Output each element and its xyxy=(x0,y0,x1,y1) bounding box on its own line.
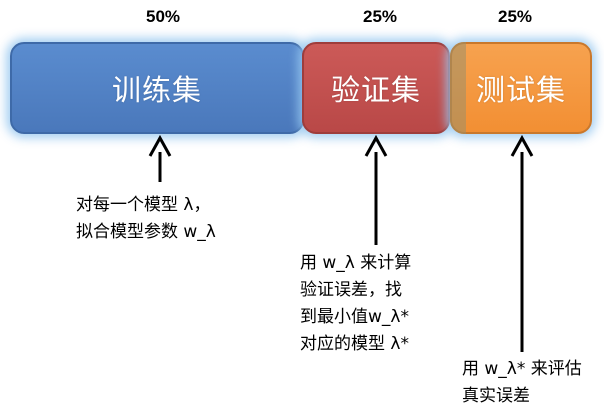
test-set-block: 测试集 xyxy=(450,42,592,134)
validation-set-label: 验证集 xyxy=(330,73,421,107)
test-percent-label: 25% xyxy=(497,7,533,26)
validation-arrow xyxy=(364,134,388,245)
train-note: 对每一个模型 λ， 拟合模型参数 w_λ xyxy=(76,192,216,246)
train-arrow xyxy=(148,134,172,182)
training-set-label: 训练集 xyxy=(111,73,202,107)
train-note-line-1: 对每一个模型 λ， xyxy=(76,195,211,215)
validation-note-line-3: 到最小值w_λ* xyxy=(300,307,409,327)
validation-note-line-2: 验证误差，找 xyxy=(300,280,402,300)
test-set-label: 测试集 xyxy=(475,73,566,107)
training-set-block: 训练集 xyxy=(10,42,304,134)
validation-note: 用 w_λ 来计算 验证误差，找 到最小值w_λ* 对应的模型 λ* xyxy=(300,250,411,358)
test-note-line-2: 真实误差 xyxy=(462,386,530,406)
validation-note-line-4: 对应的模型 λ* xyxy=(300,334,409,354)
train-percent-label: 50% xyxy=(145,7,181,26)
validation-percent-label: 25% xyxy=(362,7,398,26)
test-note: 用 w_λ* 来评估 真实误差 xyxy=(462,356,582,410)
validation-note-line-1: 用 w_λ 来计算 xyxy=(300,253,412,273)
validation-set-block: 验证集 xyxy=(302,42,450,134)
test-note-line-1: 用 w_λ* 来评估 xyxy=(462,359,582,379)
test-arrow xyxy=(510,134,534,352)
train-note-line-2: 拟合模型参数 w_λ xyxy=(76,222,216,242)
